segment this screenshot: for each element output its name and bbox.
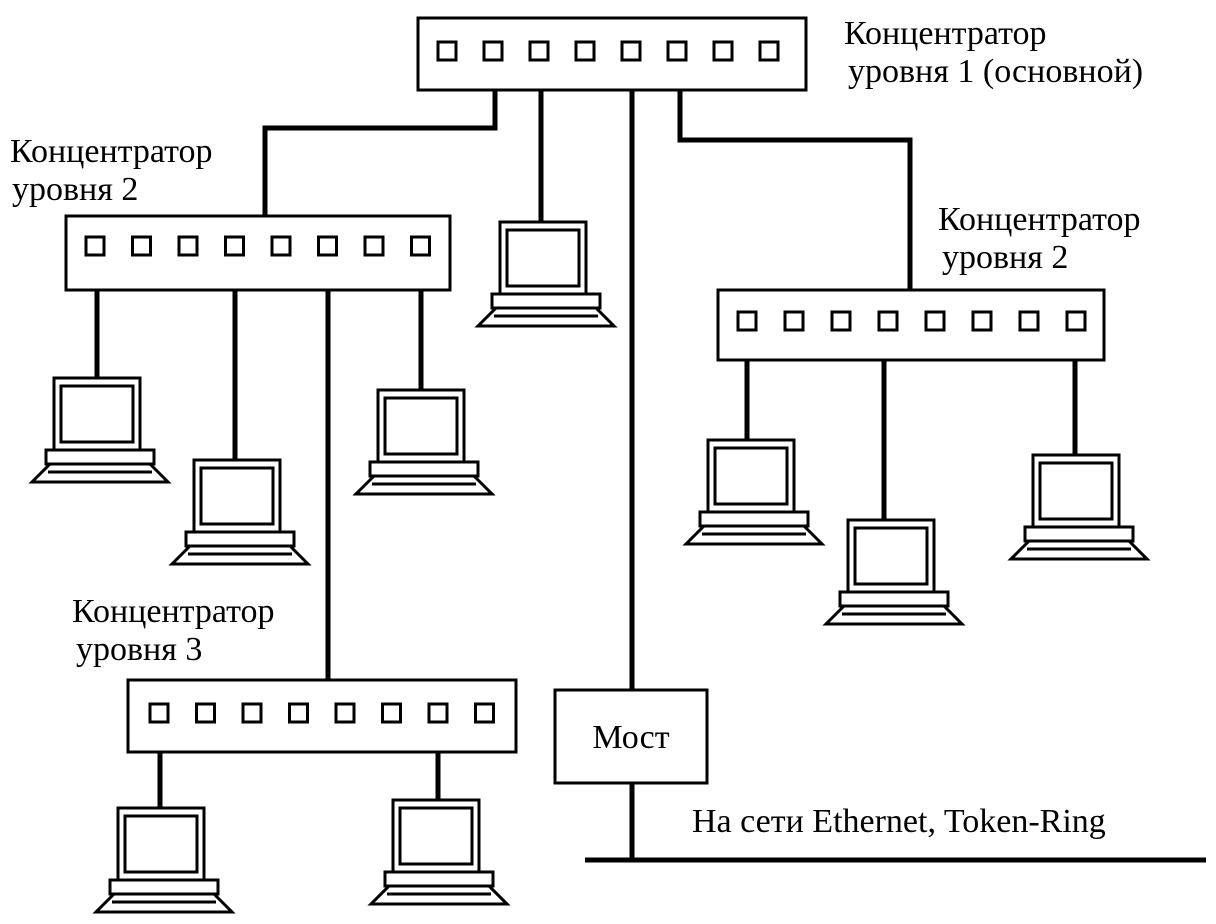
port-icon (334, 702, 356, 724)
computer-hub2right-1 (682, 438, 826, 546)
hub2-left-label-line2: уровня 2 (12, 171, 138, 208)
computer-part (199, 466, 275, 526)
computer-icon (822, 518, 966, 626)
port-icon (131, 235, 152, 257)
port-icon (1018, 310, 1040, 332)
port-icon (427, 702, 449, 724)
computer-part (368, 460, 480, 478)
port-icon (877, 310, 899, 332)
hub3-label-line2: уровня 3 (76, 631, 202, 668)
computer-part (1038, 461, 1114, 521)
computer-part (853, 526, 929, 586)
computer-part (505, 228, 581, 288)
port-icon (148, 702, 170, 724)
computer-hub2right-3 (1007, 453, 1151, 561)
port-icon (270, 235, 292, 257)
port-icon (712, 40, 734, 62)
hub-icon (716, 288, 1106, 362)
port-icon (363, 235, 385, 257)
hub2-right-label-line2: уровня 2 (942, 239, 1068, 276)
port-icon (482, 40, 504, 62)
port-icon (241, 702, 263, 724)
port-icon (381, 702, 402, 724)
computer-part (490, 292, 602, 310)
port-icon (620, 40, 642, 62)
port-icon (436, 40, 458, 62)
bridge: Мост (553, 688, 709, 785)
port-icon (195, 702, 216, 724)
computer-hub3-1 (92, 806, 236, 914)
computer-icon (92, 806, 236, 914)
computer-part (398, 806, 474, 866)
hub-icon (64, 214, 452, 292)
computer-part (123, 814, 199, 874)
computer-hub3-2 (367, 798, 511, 906)
port-icon (830, 310, 852, 332)
computer-part (184, 530, 296, 548)
port-icon (84, 235, 106, 257)
computer-part (59, 384, 135, 444)
computer-icon (1007, 453, 1151, 561)
computer-part (383, 396, 459, 456)
hub-icon (126, 678, 518, 754)
hub2-left-label-line1: Концентратор (10, 133, 213, 170)
computer-hub2left-3 (352, 388, 496, 496)
hub-level-2-left (64, 214, 452, 292)
port-icon (528, 40, 550, 62)
wire-hub1-to-hub2-left (262, 60, 498, 216)
port-icon (924, 310, 946, 332)
hub-labels: Концентратор уровня 1 (основной) Концент… (10, 15, 1143, 840)
port-icon (474, 702, 495, 724)
hub-level-2-right (716, 288, 1106, 362)
wire-hub1-to-hub2-right (677, 60, 913, 290)
computer-icon (474, 220, 618, 328)
hub1-label-line2: уровня 1 (основной) (848, 53, 1143, 90)
port-icon (177, 235, 199, 257)
bridge-label: Мост (592, 719, 669, 756)
hub-icon (416, 16, 808, 92)
hub2-right-label-line1: Концентратор (938, 201, 1141, 238)
port-icon (1065, 310, 1087, 332)
port-icon (666, 40, 688, 62)
bridge-icon (553, 688, 709, 785)
hub1-label-line1: Концентратор (844, 15, 1047, 52)
computer-part (713, 446, 789, 506)
computer-icon (367, 798, 511, 906)
port-icon (736, 310, 758, 332)
computer-icon (28, 376, 172, 484)
hub-level-1 (416, 16, 808, 92)
hub-level-3 (126, 678, 518, 754)
computer-icon (352, 388, 496, 496)
port-icon (758, 40, 780, 62)
port-icon (288, 702, 309, 724)
computer-hub2left-1 (28, 376, 172, 484)
port-icon (317, 235, 338, 257)
computer-part (383, 870, 495, 888)
hub3-label-line1: Концентратор (72, 593, 275, 630)
computer-icon (682, 438, 826, 546)
networks-label: На сети Ethernet, Token-Ring (692, 803, 1106, 840)
port-icon (410, 235, 431, 257)
port-icon (971, 310, 993, 332)
computer-part (838, 590, 950, 608)
port-icon (783, 310, 805, 332)
computer-part (698, 510, 810, 528)
computer-part (1023, 525, 1135, 543)
computer-center (474, 220, 618, 328)
computer-part (44, 448, 156, 466)
computer-hub2right-2 (822, 518, 966, 626)
computer-icon (168, 458, 312, 566)
port-icon (574, 40, 596, 62)
computer-hub2left-2 (168, 458, 312, 566)
port-icon (224, 235, 245, 257)
computer-part (108, 878, 220, 896)
